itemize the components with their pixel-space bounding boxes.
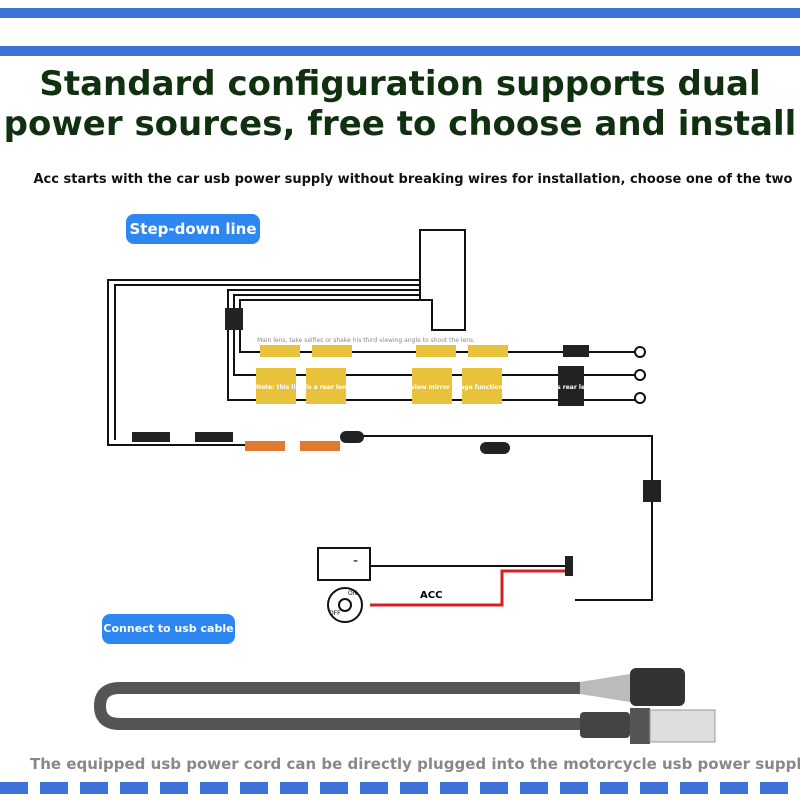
subtitle: Acc starts with the car usb power supply… bbox=[33, 172, 793, 187]
footer-text: The equipped usb power cord can be direc… bbox=[30, 755, 800, 773]
usb-cable bbox=[93, 682, 580, 730]
yellow-connectors bbox=[256, 345, 508, 404]
switch-on-label: ON bbox=[348, 590, 358, 597]
ignition-switch-icon bbox=[327, 587, 363, 623]
usb-cable-label: Connect to usb cable bbox=[102, 614, 235, 644]
usb-plug bbox=[649, 709, 716, 743]
dvr-unit bbox=[419, 229, 466, 331]
switch-off-label: OFF bbox=[329, 610, 341, 617]
battery-sign: - bbox=[353, 553, 359, 569]
step-down-label: Step-down line bbox=[126, 214, 260, 244]
rear-lens-note: Note: this line is a rear lens line, and… bbox=[256, 384, 610, 391]
main-lens-note: Main lens, take selfies or shake his thi… bbox=[257, 337, 476, 344]
bottom-dashed-border bbox=[0, 782, 800, 794]
page-title: Standard configuration supports dual pow… bbox=[3, 64, 797, 144]
top-border-bar-2 bbox=[0, 46, 800, 56]
acc-label: ACC bbox=[420, 590, 443, 601]
acc-wire bbox=[370, 569, 565, 607]
round-connector bbox=[630, 668, 685, 706]
top-border-bar bbox=[0, 8, 800, 18]
wiring-diagram bbox=[93, 229, 716, 744]
